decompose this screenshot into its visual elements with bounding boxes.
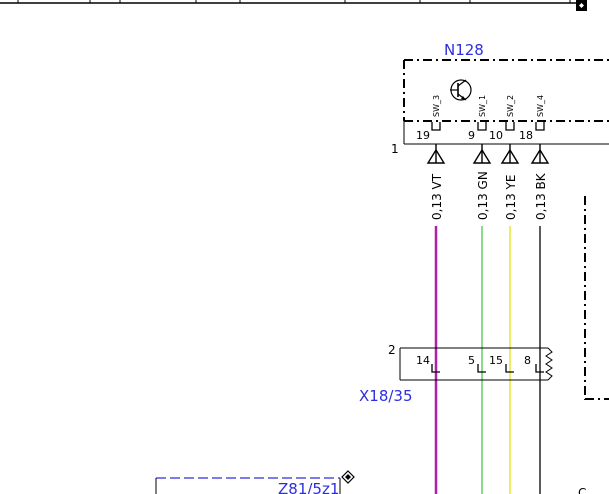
n128-pin: SW_4 18 [519,95,545,142]
pin-name: SW_1 [478,95,487,117]
z81-component-box [155,477,341,494]
pin-name: SW_4 [536,95,545,117]
pin-number: 9 [468,129,475,142]
pin-number: 10 [489,129,503,142]
wire[interactable]: 0,13 GN [472,144,492,494]
x18-pin-number: 14 [416,354,430,367]
wire-label: 0,13 GN [476,171,490,220]
x18-connector-box [399,347,553,381]
z81-component-label: Z81/5z1 [278,480,339,494]
wire-label: 0,13 BK [534,172,548,220]
n128-connector-id: 1 [391,142,399,156]
n128-pin: SW_2 10 [489,95,515,142]
wire[interactable]: 0,13 YE [500,144,520,494]
n128-pin-strip [403,121,609,145]
wire[interactable]: 0,13 VT [426,144,446,494]
settings-diamond-icon[interactable] [576,0,587,11]
x18-pin-sockets [431,364,544,373]
x18-pin-number: 15 [489,354,503,367]
wire-label: 0,13 VT [430,173,444,220]
pin-number: 18 [519,129,533,142]
transistor-icon [450,79,472,101]
pin-number: 19 [416,129,430,142]
n128-pin: SW_3 19 [416,95,441,142]
n128-pin: SW_1 9 [468,95,487,142]
pin-name: SW_3 [432,95,441,117]
x18-connector-id: 2 [388,343,396,357]
x18-pin-number: 8 [524,354,531,367]
wire-label: 0,13 YE [504,175,518,220]
pin-name: SW_2 [506,95,515,117]
adjacent-component-border [584,196,609,400]
n128-component-label: N128 [444,41,484,59]
wire[interactable]: 0,13 BK [530,144,550,494]
x18-connector-label: X18/35 [359,387,413,405]
edge-fragment-text: C [578,486,586,494]
z81-node-diamond-icon[interactable] [341,470,355,484]
x18-pin-number: 5 [468,354,475,367]
top-frame [0,0,585,4]
n128-component-box [403,59,609,122]
